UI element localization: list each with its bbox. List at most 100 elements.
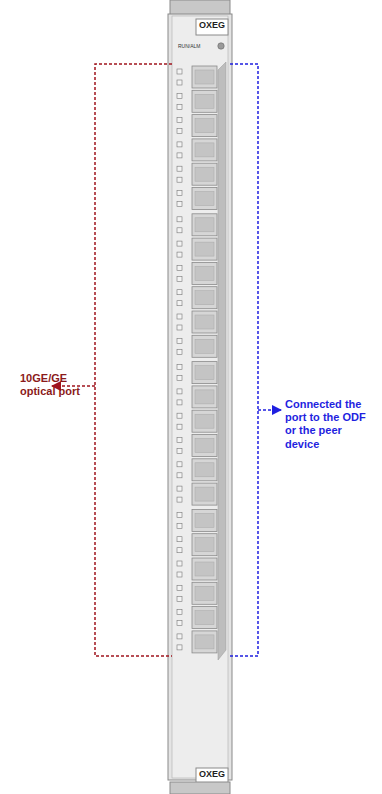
link-led bbox=[177, 621, 182, 626]
optical-port bbox=[192, 188, 217, 210]
link-led bbox=[177, 424, 182, 429]
link-led bbox=[177, 497, 182, 502]
port-cage bbox=[195, 538, 214, 552]
optical-port bbox=[192, 459, 217, 481]
link-led bbox=[177, 338, 182, 343]
link-led bbox=[177, 129, 182, 134]
panel-strip bbox=[218, 62, 226, 660]
port-cage bbox=[195, 586, 214, 600]
port-cage bbox=[195, 315, 214, 329]
optical-port bbox=[192, 66, 217, 88]
optical-port bbox=[192, 435, 217, 457]
link-led bbox=[177, 561, 182, 566]
port-cage bbox=[195, 513, 214, 527]
port-cage bbox=[195, 70, 214, 84]
link-led bbox=[177, 645, 182, 650]
link-led bbox=[177, 634, 182, 639]
bracket bbox=[95, 64, 172, 656]
port-cage bbox=[195, 218, 214, 232]
name-plate bbox=[196, 19, 228, 35]
optical-port bbox=[192, 335, 217, 357]
link-led bbox=[177, 610, 182, 615]
optical-port bbox=[192, 262, 217, 284]
optical-port bbox=[192, 311, 217, 333]
link-led bbox=[177, 177, 182, 182]
optical-port bbox=[192, 287, 217, 309]
link-led bbox=[177, 118, 182, 123]
callout-label: 10GE/GE optical port bbox=[20, 372, 94, 398]
bracket bbox=[230, 64, 258, 656]
link-led bbox=[177, 512, 182, 517]
link-led bbox=[177, 413, 182, 418]
optical-port bbox=[192, 163, 217, 185]
link-led bbox=[177, 376, 182, 381]
port-cage bbox=[195, 562, 214, 576]
optical-port bbox=[192, 631, 217, 653]
port-cage bbox=[195, 487, 214, 501]
link-led bbox=[177, 69, 182, 74]
panel-face bbox=[172, 16, 228, 778]
optical-port bbox=[192, 362, 217, 384]
link-led bbox=[177, 104, 182, 109]
optical-port bbox=[192, 410, 217, 432]
optical-port bbox=[192, 238, 217, 260]
link-led bbox=[177, 290, 182, 295]
port-cage bbox=[195, 291, 214, 305]
link-led bbox=[177, 585, 182, 590]
link-led bbox=[177, 301, 182, 306]
optical-port bbox=[192, 214, 217, 236]
port-cage bbox=[195, 366, 214, 380]
link-led bbox=[177, 537, 182, 542]
link-led bbox=[177, 191, 182, 196]
board-name: OXEG bbox=[196, 20, 228, 31]
optical-port bbox=[192, 607, 217, 629]
link-led bbox=[177, 349, 182, 354]
optical-port bbox=[192, 558, 217, 580]
port-cage bbox=[195, 242, 214, 256]
leader-arrow bbox=[258, 409, 281, 411]
link-led bbox=[177, 166, 182, 171]
link-led bbox=[177, 523, 182, 528]
link-led bbox=[177, 202, 182, 207]
port-cage bbox=[195, 143, 214, 157]
link-led bbox=[177, 365, 182, 370]
optical-port bbox=[192, 90, 217, 112]
port-cage bbox=[195, 611, 214, 625]
link-led bbox=[177, 265, 182, 270]
link-led bbox=[177, 314, 182, 319]
panel bbox=[168, 14, 232, 780]
port-cage bbox=[195, 339, 214, 353]
optical-port bbox=[192, 483, 217, 505]
link-led bbox=[177, 241, 182, 246]
port-cage bbox=[195, 414, 214, 428]
port-cage bbox=[195, 119, 214, 133]
optical-port bbox=[192, 534, 217, 556]
port-cage bbox=[195, 439, 214, 453]
link-led bbox=[177, 548, 182, 553]
port-cage bbox=[195, 463, 214, 477]
led-label: RUN/ALM bbox=[178, 43, 216, 49]
status-led bbox=[218, 43, 224, 49]
link-led bbox=[177, 389, 182, 394]
board-name: OXEG bbox=[196, 769, 228, 780]
link-led bbox=[177, 400, 182, 405]
port-cage bbox=[195, 94, 214, 108]
optical-port bbox=[192, 139, 217, 161]
link-led bbox=[177, 228, 182, 233]
link-led bbox=[177, 80, 182, 85]
optical-port bbox=[192, 582, 217, 604]
port-cage bbox=[195, 266, 214, 280]
link-led bbox=[177, 142, 182, 147]
optical-port bbox=[192, 509, 217, 531]
callout-label: Connected the port to the ODF or the pee… bbox=[285, 398, 379, 451]
link-led bbox=[177, 438, 182, 443]
link-led bbox=[177, 93, 182, 98]
link-led bbox=[177, 449, 182, 454]
port-cage bbox=[195, 167, 214, 181]
port-cage bbox=[195, 192, 214, 206]
link-led bbox=[177, 462, 182, 467]
link-led bbox=[177, 325, 182, 330]
link-led bbox=[177, 153, 182, 158]
optical-port bbox=[192, 386, 217, 408]
optical-port bbox=[192, 115, 217, 137]
